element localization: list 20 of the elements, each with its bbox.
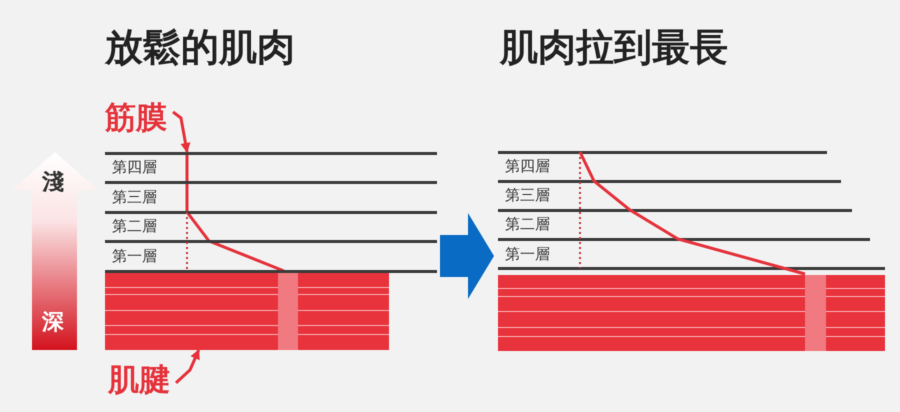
layer-label: 第四層 — [112, 158, 157, 176]
layer-label: 第四層 — [505, 157, 550, 175]
callout-label: 筋膜 — [105, 100, 167, 136]
depth-label: 淺 — [42, 170, 64, 196]
panel-title: 放鬆的肌肉 — [105, 25, 295, 69]
tendon-bar — [498, 275, 885, 351]
layer-label: 第三層 — [112, 188, 157, 206]
panel-title: 肌肉拉到最長 — [500, 25, 728, 69]
callout-label: 肌腱 — [108, 362, 170, 398]
leader-arrow — [172, 110, 190, 153]
layer-label: 第二層 — [505, 215, 550, 233]
fascia-line — [184, 152, 286, 273]
layer-label: 第一層 — [505, 245, 550, 263]
tendon-bar — [105, 273, 389, 350]
leader-arrow — [174, 349, 200, 384]
layer-label: 第一層 — [112, 247, 157, 265]
layer-label: 第三層 — [505, 186, 550, 204]
depth-label: 深 — [42, 310, 64, 336]
block-arrow — [440, 213, 494, 299]
layer-label: 第二層 — [112, 217, 157, 235]
